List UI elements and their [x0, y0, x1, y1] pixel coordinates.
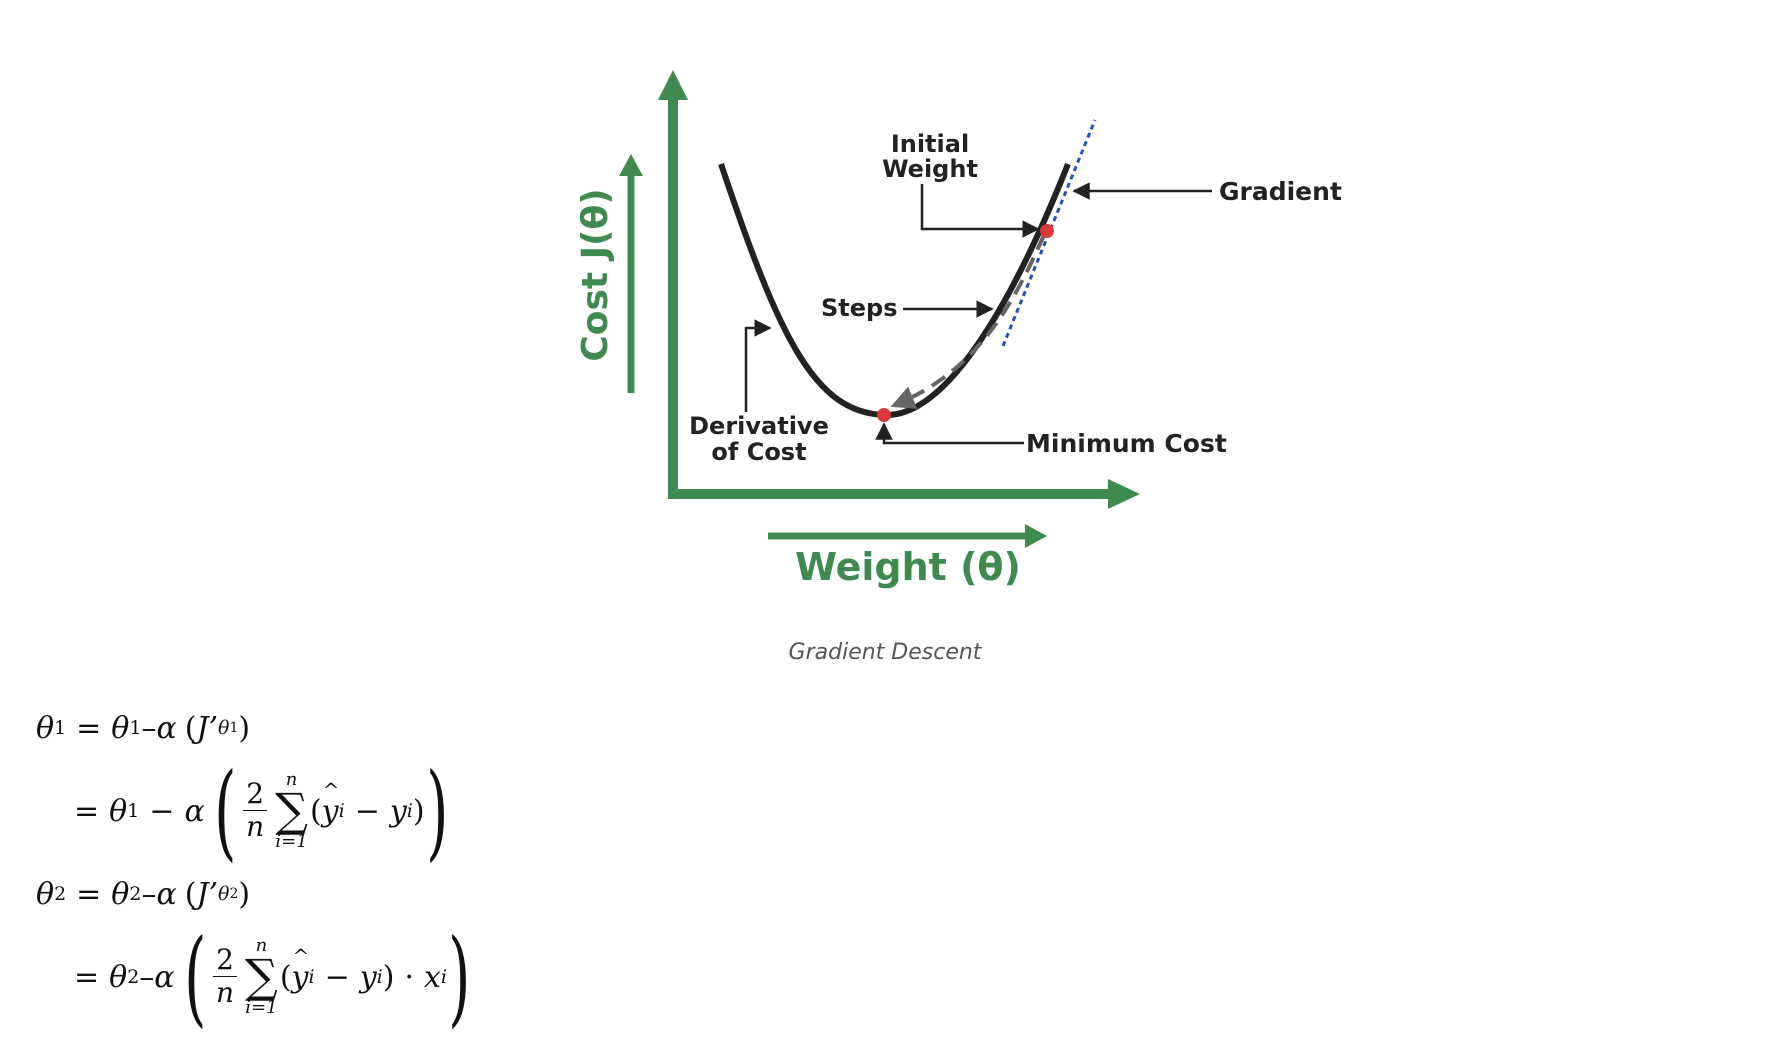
minus-sign: −	[149, 793, 175, 829]
subscript-index: 2	[229, 886, 239, 902]
initial-weight-point	[1040, 224, 1054, 238]
equation-theta2-expanded: = θ2 – α ( 2 n n ∑ i=1 ( yi − yi ) · xi …	[36, 922, 472, 1032]
minimum-cost-point	[877, 408, 891, 422]
fraction-two-over-n: 2 n	[213, 944, 237, 1010]
gradient-label: Gradient	[1219, 177, 1342, 206]
fraction-two-over-n: 2 n	[243, 778, 268, 844]
dot-operator: ·	[404, 959, 414, 995]
theta-symbol: θ	[36, 876, 55, 912]
big-close-paren: )	[425, 750, 449, 872]
minus-sign: −	[354, 793, 380, 829]
sum-lower-limit: i=1	[275, 830, 308, 852]
subscript-theta: θ	[218, 717, 230, 739]
y-hat-symbol: y	[322, 778, 340, 829]
subscript: 1	[127, 800, 140, 822]
derivative-label-line1: Derivative	[689, 412, 829, 440]
sum-lower-limit: i=1	[245, 996, 278, 1018]
theta-symbol: θ	[111, 876, 130, 912]
subscript-i: i	[308, 966, 315, 988]
equals-sign: =	[76, 876, 102, 912]
descent-steps-path	[890, 234, 1046, 409]
alpha-symbol: α	[184, 793, 205, 829]
equation-theta1-expanded: = θ1 − α ( 2 n n ∑ i=1 ( yi − yi ) )	[36, 756, 472, 866]
big-close-paren: )	[448, 916, 471, 1038]
initial-weight-label-line2: Weight	[882, 155, 978, 183]
subscript-i: i	[406, 800, 413, 822]
fraction-numerator: 2	[213, 944, 237, 978]
subscript-i: i	[376, 966, 383, 988]
big-open-paren: (	[183, 916, 207, 1038]
subscript-theta: θ	[218, 883, 230, 905]
subscript: 2	[54, 883, 67, 905]
alpha-symbol: α	[156, 876, 177, 912]
fraction-denominator: n	[246, 810, 265, 844]
y-axis-label: Cost J(θ)	[575, 188, 616, 361]
open-paren: (	[184, 876, 197, 912]
equals-sign: =	[74, 793, 100, 829]
minimum-cost-label: Minimum Cost	[1026, 429, 1227, 458]
sum-upper-limit: n	[255, 935, 268, 957]
x-axis-arrowhead	[1108, 479, 1140, 509]
summation: n ∑ i=1	[245, 937, 278, 1017]
close-paren: )	[382, 959, 395, 995]
sum-upper-limit: n	[285, 769, 298, 791]
close-paren: )	[238, 710, 251, 746]
dash-sign: –	[141, 876, 157, 912]
minimum-cost-pointer	[875, 422, 1024, 445]
theta-symbol: θ	[109, 959, 128, 995]
dash-sign: –	[141, 710, 157, 746]
steps-label: Steps	[821, 294, 898, 322]
subscript-i: i	[338, 800, 345, 822]
subscript: 1	[54, 717, 67, 739]
close-paren: )	[238, 876, 251, 912]
subscript-index: 1	[229, 720, 239, 736]
x-axis-label: Weight (θ)	[795, 545, 1021, 589]
summation: n ∑ i=1	[275, 771, 308, 851]
equals-sign: =	[76, 710, 102, 746]
initial-weight-label-line1: Initial	[891, 130, 969, 158]
big-open-paren: (	[213, 750, 237, 872]
fraction-numerator: 2	[243, 778, 268, 812]
y-axis-indicator-arrowhead	[619, 154, 643, 176]
derivative-label-line2: of Cost	[711, 438, 806, 466]
derivative-pointer	[744, 319, 772, 412]
close-paren: )	[412, 793, 425, 829]
y-symbol: y	[389, 793, 407, 829]
y-axis-arrowhead	[658, 70, 688, 100]
j-prime-symbol: J’	[196, 710, 218, 746]
alpha-symbol: α	[156, 710, 177, 746]
fraction-denominator: n	[216, 976, 235, 1010]
x-axis-indicator-arrowhead	[1025, 524, 1047, 548]
initial-weight-pointer	[920, 184, 1040, 238]
open-paren: (	[309, 793, 322, 829]
theta-symbol: θ	[36, 710, 55, 746]
x-symbol: x	[424, 959, 441, 995]
open-paren: (	[279, 959, 292, 995]
sigma-symbol: ∑	[275, 783, 308, 838]
gradient-tangent-line	[1001, 119, 1097, 347]
y-hat-symbol: y	[292, 944, 310, 995]
alpha-symbol: α	[154, 959, 175, 995]
subscript-i: i	[440, 966, 447, 988]
subscript: 2	[129, 883, 142, 905]
dash-sign: –	[139, 959, 155, 995]
equals-sign: =	[74, 959, 100, 995]
open-paren: (	[184, 710, 197, 746]
j-prime-symbol: J’	[196, 876, 218, 912]
theta-symbol: θ	[109, 793, 128, 829]
gradient-descent-diagram: Cost J(θ) Weight (θ) Initial Weight Grad…	[575, 70, 1342, 589]
subscript: 2	[127, 966, 140, 988]
theta-symbol: θ	[111, 710, 130, 746]
y-symbol: y	[359, 959, 377, 995]
figure-caption: Gradient Descent	[788, 640, 982, 665]
sigma-symbol: ∑	[244, 949, 278, 1004]
subscript: 1	[129, 717, 142, 739]
minus-sign: −	[324, 959, 350, 995]
